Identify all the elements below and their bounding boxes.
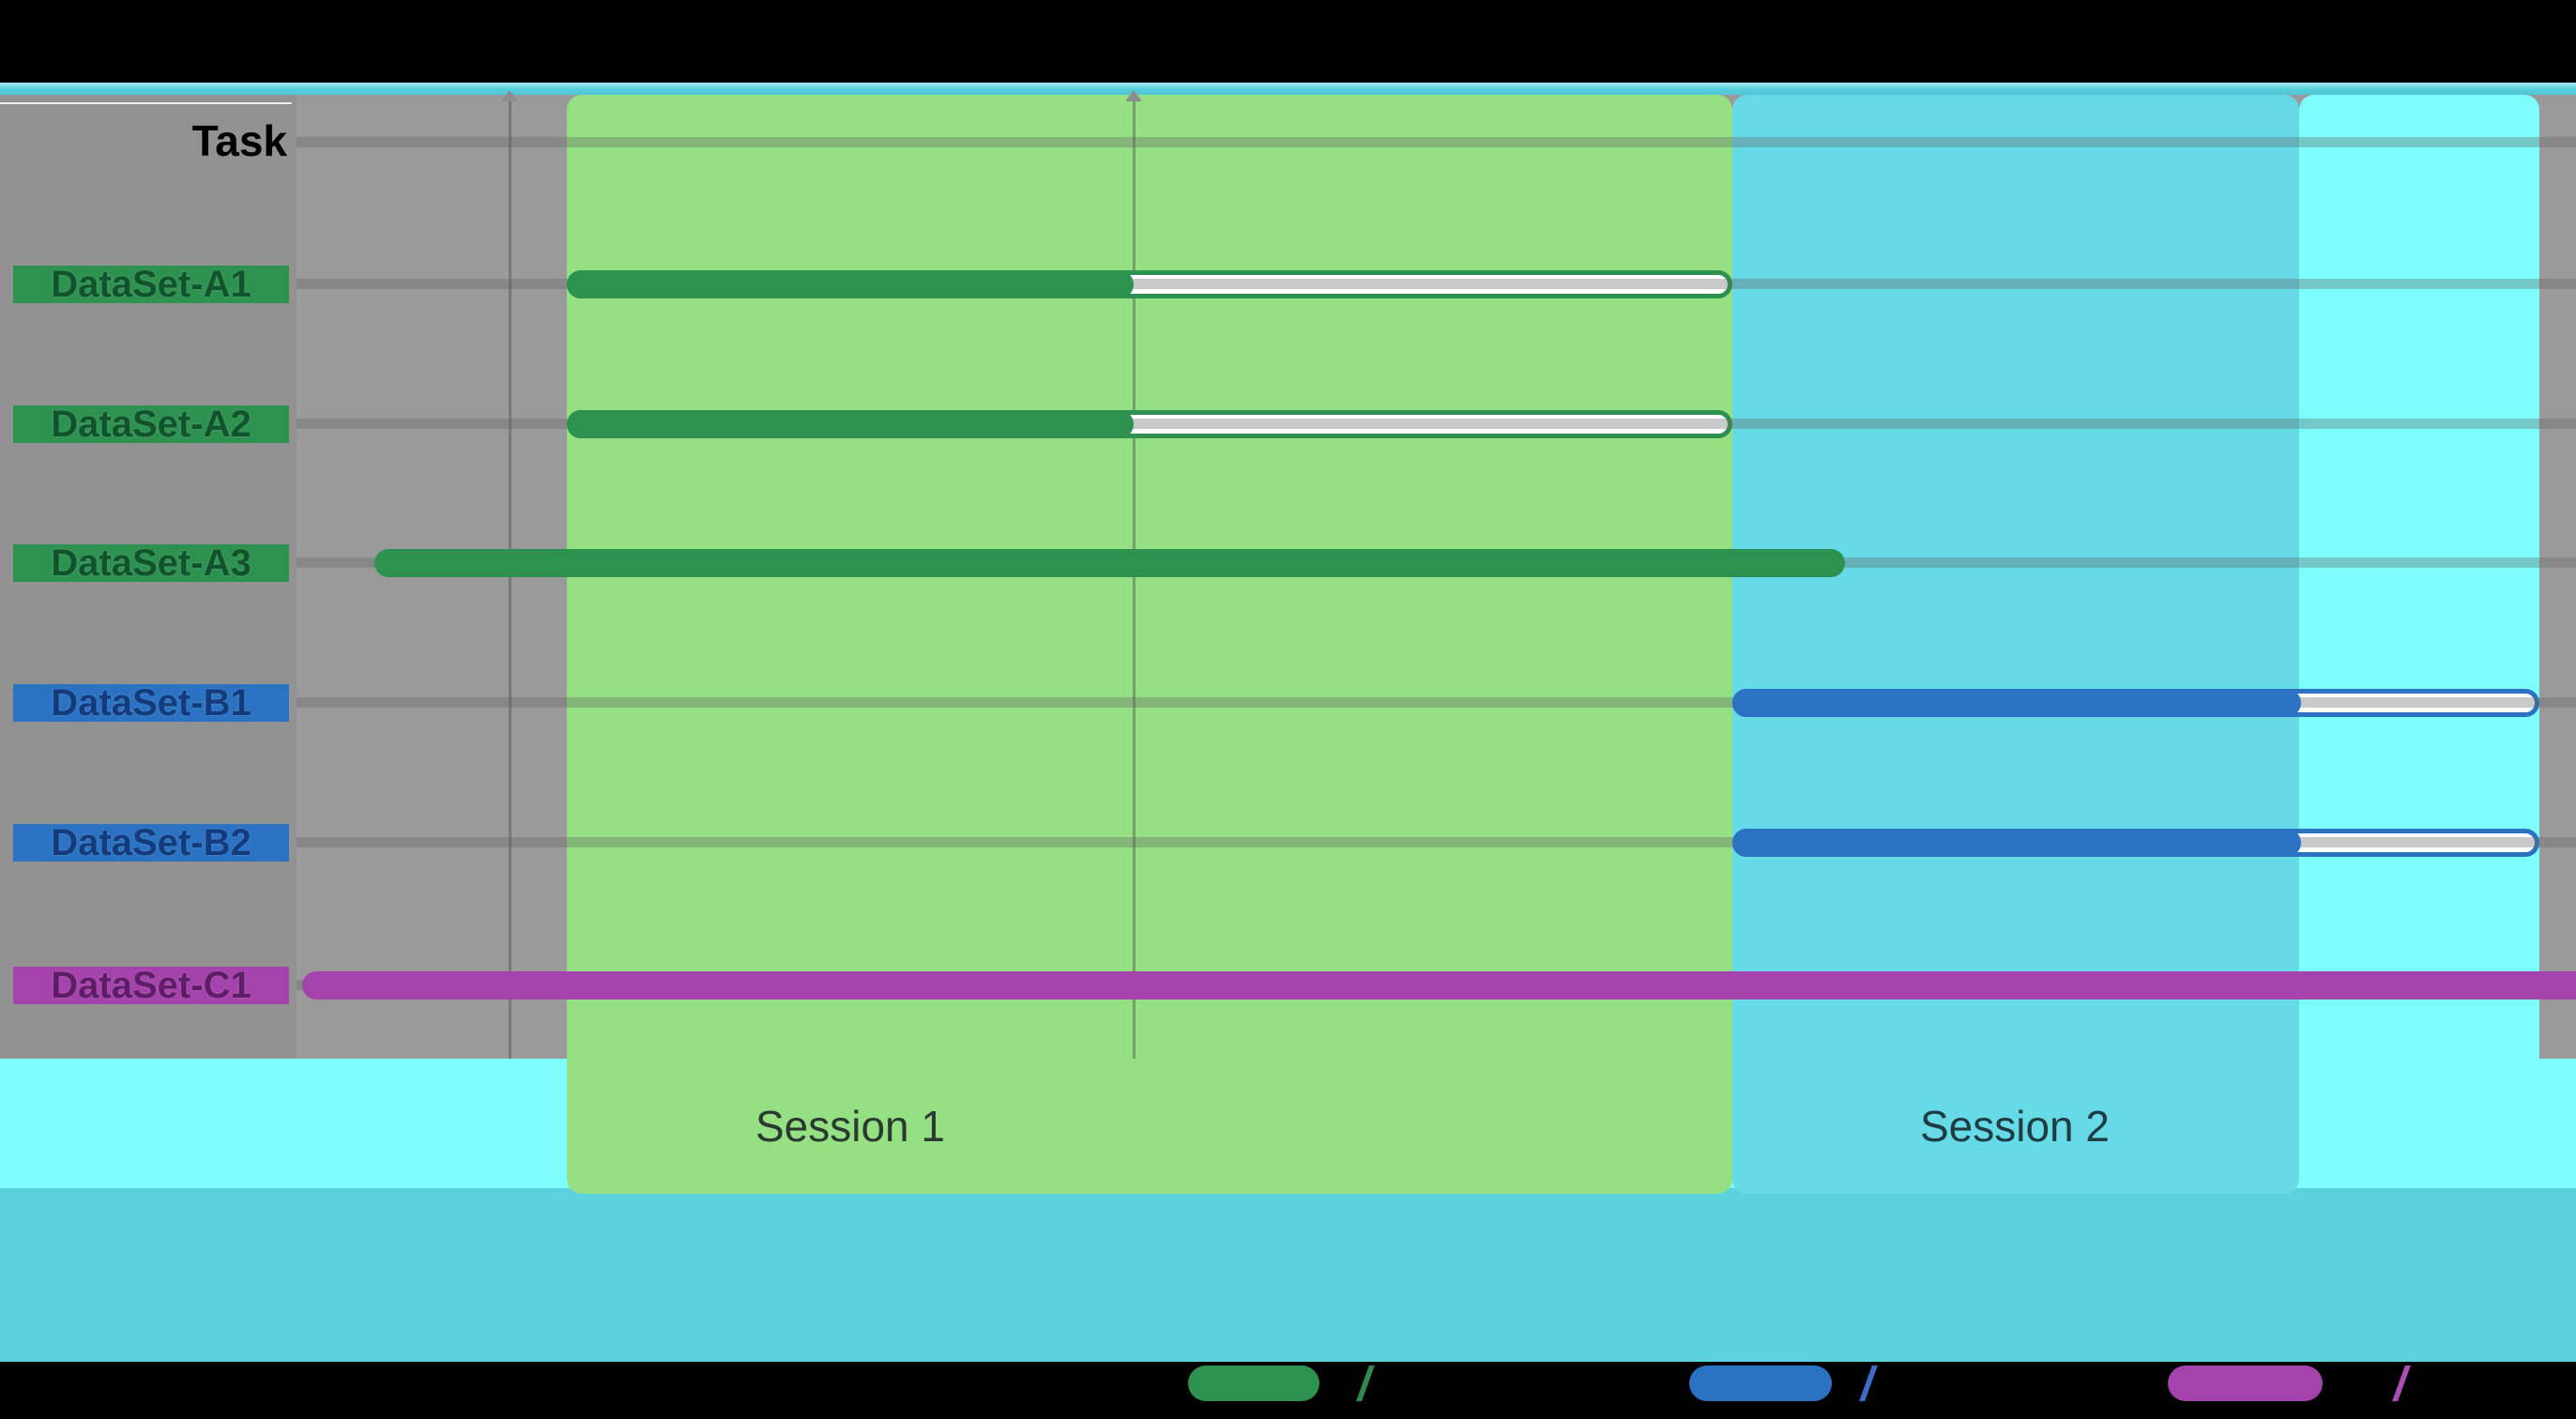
axis-title-task: Task	[191, 116, 287, 165]
legend-label-slash	[1859, 1366, 1878, 1401]
task-bar[interactable]	[374, 549, 1845, 577]
row-label-badge: DataSet-C1	[13, 967, 289, 1004]
row-label-badge: DataSet-A3	[13, 544, 289, 582]
row-label-badge: DataSet-B2	[13, 824, 289, 862]
legend-label-slash	[1356, 1366, 1375, 1401]
legend-label-slash	[2392, 1366, 2411, 1401]
session-region-1	[567, 95, 1732, 1194]
tick-caret-icon	[501, 90, 518, 101]
legend-swatch[interactable]	[1188, 1366, 1319, 1401]
session-label: Session 2	[1919, 1102, 2110, 1151]
gridline	[297, 697, 2576, 708]
task-bar[interactable]	[302, 971, 2576, 999]
tick-caret-icon	[1125, 90, 1142, 101]
top-strip	[0, 83, 2576, 95]
task-bar[interactable]	[1732, 689, 2301, 717]
gridline	[297, 419, 2576, 429]
legend-swatch[interactable]	[1689, 1366, 1832, 1401]
gridline	[297, 279, 2576, 289]
task-bar[interactable]	[1732, 829, 2301, 857]
session-region-2	[1732, 95, 2299, 1194]
gridline	[297, 837, 2576, 847]
bottom-cyan-band	[0, 1188, 2576, 1362]
axis-top-hairline	[0, 102, 292, 104]
row-label-badge: DataSet-A2	[13, 405, 289, 443]
task-bar[interactable]	[567, 410, 1134, 438]
session-label: Session 1	[755, 1102, 945, 1151]
row-label-badge: DataSet-B1	[13, 684, 289, 722]
task-bar[interactable]	[567, 270, 1134, 298]
row-label-badge: DataSet-A1	[13, 266, 289, 303]
gridline	[297, 137, 2576, 147]
legend-swatch[interactable]	[2168, 1366, 2323, 1401]
highlight-region	[2299, 95, 2539, 1187]
